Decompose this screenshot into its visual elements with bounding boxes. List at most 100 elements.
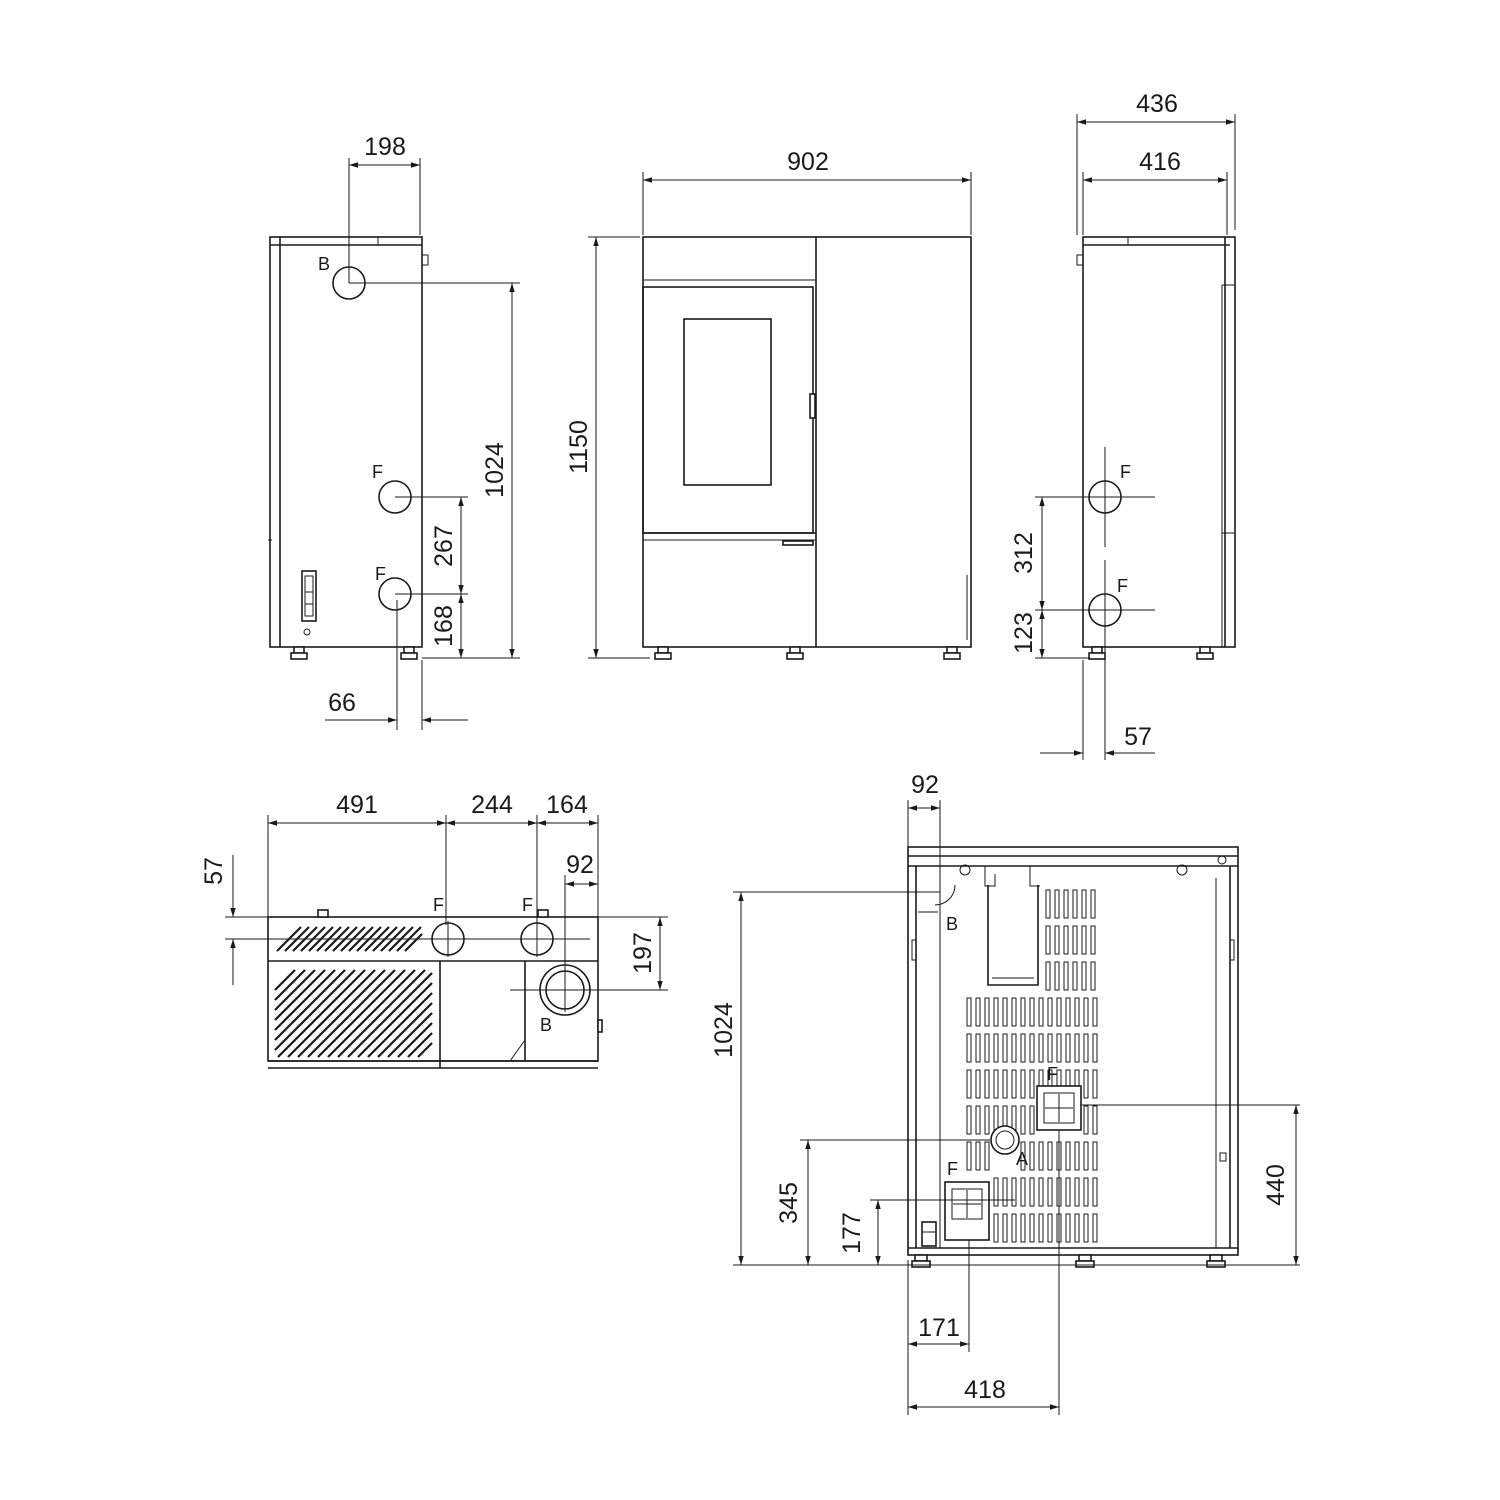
right-side-body	[1082, 236, 1236, 648]
vent-slot	[1020, 1213, 1026, 1243]
control-panel	[301, 570, 317, 622]
vent-slot	[1072, 889, 1078, 919]
top-dimensions	[225, 815, 668, 991]
vent-slot	[975, 997, 981, 1027]
vent-slot	[1092, 1105, 1098, 1135]
right-side-view	[1076, 236, 1236, 660]
back-dimensions	[733, 800, 1300, 1415]
vent-slot	[1002, 1177, 1008, 1207]
vent-slot	[984, 1105, 990, 1135]
dim-right-312: 312	[1010, 532, 1038, 574]
vent-slot	[1092, 1141, 1098, 1171]
vent-slot	[1074, 1213, 1080, 1243]
vent-slot	[993, 1213, 999, 1243]
vent-slot	[1081, 889, 1087, 919]
dim-back-345: 345	[775, 1182, 803, 1224]
vent-slot	[1083, 1069, 1089, 1099]
dim-right-416: 416	[1139, 148, 1181, 176]
vent-slot	[1002, 1213, 1008, 1243]
front-view	[642, 236, 972, 660]
dim-front-902: 902	[787, 148, 829, 176]
vent-slot	[1054, 961, 1060, 991]
vent-slot	[1002, 997, 1008, 1027]
dim-front-1150: 1150	[565, 420, 593, 474]
dim-back-171: 171	[918, 1314, 960, 1342]
vent-slot	[975, 1141, 981, 1171]
vent-slot	[1092, 1069, 1098, 1099]
vent-slot	[1047, 1177, 1053, 1207]
dim-top-164: 164	[546, 791, 588, 819]
label-a-back: A	[1016, 1149, 1028, 1169]
label-f-side-lower: F	[375, 564, 386, 584]
vent-slot	[1047, 1033, 1053, 1063]
vent-slot	[1038, 1033, 1044, 1063]
pipe-b-back	[934, 884, 956, 906]
vent-slot	[1029, 1177, 1035, 1207]
vent-slot	[1065, 1033, 1071, 1063]
vent-slot	[1047, 1213, 1053, 1243]
vent-slot	[975, 1069, 981, 1099]
front-badge	[782, 540, 814, 546]
vent-slot	[1063, 889, 1069, 919]
vent-slot	[1083, 1177, 1089, 1207]
vent-slot	[993, 1033, 999, 1063]
dim-back-418: 418	[964, 1376, 1006, 1404]
vent-slot	[1056, 1033, 1062, 1063]
vent-slot	[975, 1033, 981, 1063]
vent-slot	[1074, 997, 1080, 1027]
vent-slot	[1020, 997, 1026, 1027]
vent-slot	[966, 1105, 972, 1135]
vent-slot	[1083, 997, 1089, 1027]
vent-slot	[1083, 1105, 1089, 1135]
dim-right-123: 123	[1010, 612, 1038, 654]
vent-slot	[1020, 1105, 1026, 1135]
vent-slot	[1020, 1033, 1026, 1063]
vent-slot	[1090, 925, 1096, 955]
vent-slot	[1011, 1033, 1017, 1063]
connection-labels: B F F F F F F B B F F A	[318, 254, 1131, 1179]
vent-slot	[1092, 1033, 1098, 1063]
back-control-box	[921, 1221, 937, 1247]
vent-slot	[1002, 1069, 1008, 1099]
vent-slot	[1072, 961, 1078, 991]
dim-top-491: 491	[336, 791, 378, 819]
vent-slot	[966, 997, 972, 1027]
fitting-a	[990, 1125, 1020, 1155]
vent-slot	[1038, 1177, 1044, 1207]
vent-slot	[1074, 1177, 1080, 1207]
label-f-top-1: F	[433, 895, 444, 915]
vent-slot	[1020, 1177, 1026, 1207]
vent-slot	[1090, 889, 1096, 919]
vent-slot	[966, 1069, 972, 1099]
vent-slot	[1029, 997, 1035, 1027]
vent-slot	[1029, 1141, 1035, 1171]
dim-side-168: 168	[430, 605, 458, 647]
vent-slot	[1092, 997, 1098, 1027]
vent-slot	[975, 1105, 981, 1135]
dim-back-92: 92	[911, 771, 939, 799]
vent-slot	[1045, 961, 1051, 991]
dim-top-57: 57	[200, 857, 228, 885]
vent-slot	[1065, 1213, 1071, 1243]
vent-slot	[1029, 1033, 1035, 1063]
dim-back-177: 177	[838, 1212, 866, 1254]
vent-slot	[1038, 1141, 1044, 1171]
vent-slot	[1045, 889, 1051, 919]
vent-slot	[1054, 889, 1060, 919]
vent-slot	[1092, 1213, 1098, 1243]
vent-slot	[984, 1033, 990, 1063]
dim-back-1024: 1024	[710, 1002, 738, 1058]
vent-slot	[1054, 925, 1060, 955]
dim-right-57: 57	[1124, 723, 1152, 751]
door-glass	[683, 318, 772, 486]
left-side-view	[268, 236, 429, 660]
label-f-right-upper: F	[1120, 462, 1131, 482]
label-b-back: B	[946, 914, 958, 934]
label-b-top: B	[540, 1015, 552, 1035]
vent-slot	[993, 1177, 999, 1207]
label-f-top-2: F	[522, 895, 533, 915]
front-body	[642, 236, 972, 648]
dim-top-92: 92	[566, 851, 594, 879]
front-dimensions	[588, 172, 972, 659]
dim-top-197: 197	[629, 932, 657, 974]
